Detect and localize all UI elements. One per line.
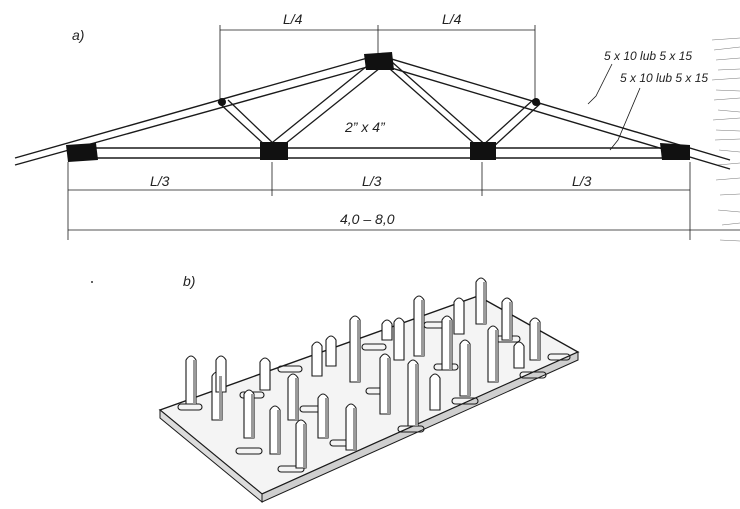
third-span-label-3: L/3 [572, 173, 592, 189]
third-span-label-1: L/3 [150, 173, 170, 189]
quarter-span-label-1: L/4 [283, 11, 303, 27]
wall-hatching [711, 37, 740, 242]
part-a-label: a) [72, 27, 84, 43]
quarter-dimension-lines [219, 25, 536, 102]
third-span-label-2: L/3 [362, 173, 382, 189]
rafter-label-2: 5 x 10 lub 5 x 15 [620, 71, 708, 85]
third-dimension-lines [67, 162, 691, 240]
plate-teeth [185, 277, 541, 469]
part-b-label: b) [183, 273, 195, 289]
quarter-span-label-2: L/4 [442, 11, 462, 27]
gusset-plates [66, 52, 690, 162]
member-size-label: 2” x 4” [344, 119, 386, 135]
rafter-leaders [587, 63, 641, 151]
total-span-label: 4,0 – 8,0 [340, 211, 395, 227]
nail-plate [158, 277, 580, 504]
rafter-label-1: 5 x 10 lub 5 x 15 [604, 49, 692, 63]
bottom-chord [70, 147, 690, 159]
web-members [217, 61, 542, 149]
stray-dot [91, 281, 93, 283]
